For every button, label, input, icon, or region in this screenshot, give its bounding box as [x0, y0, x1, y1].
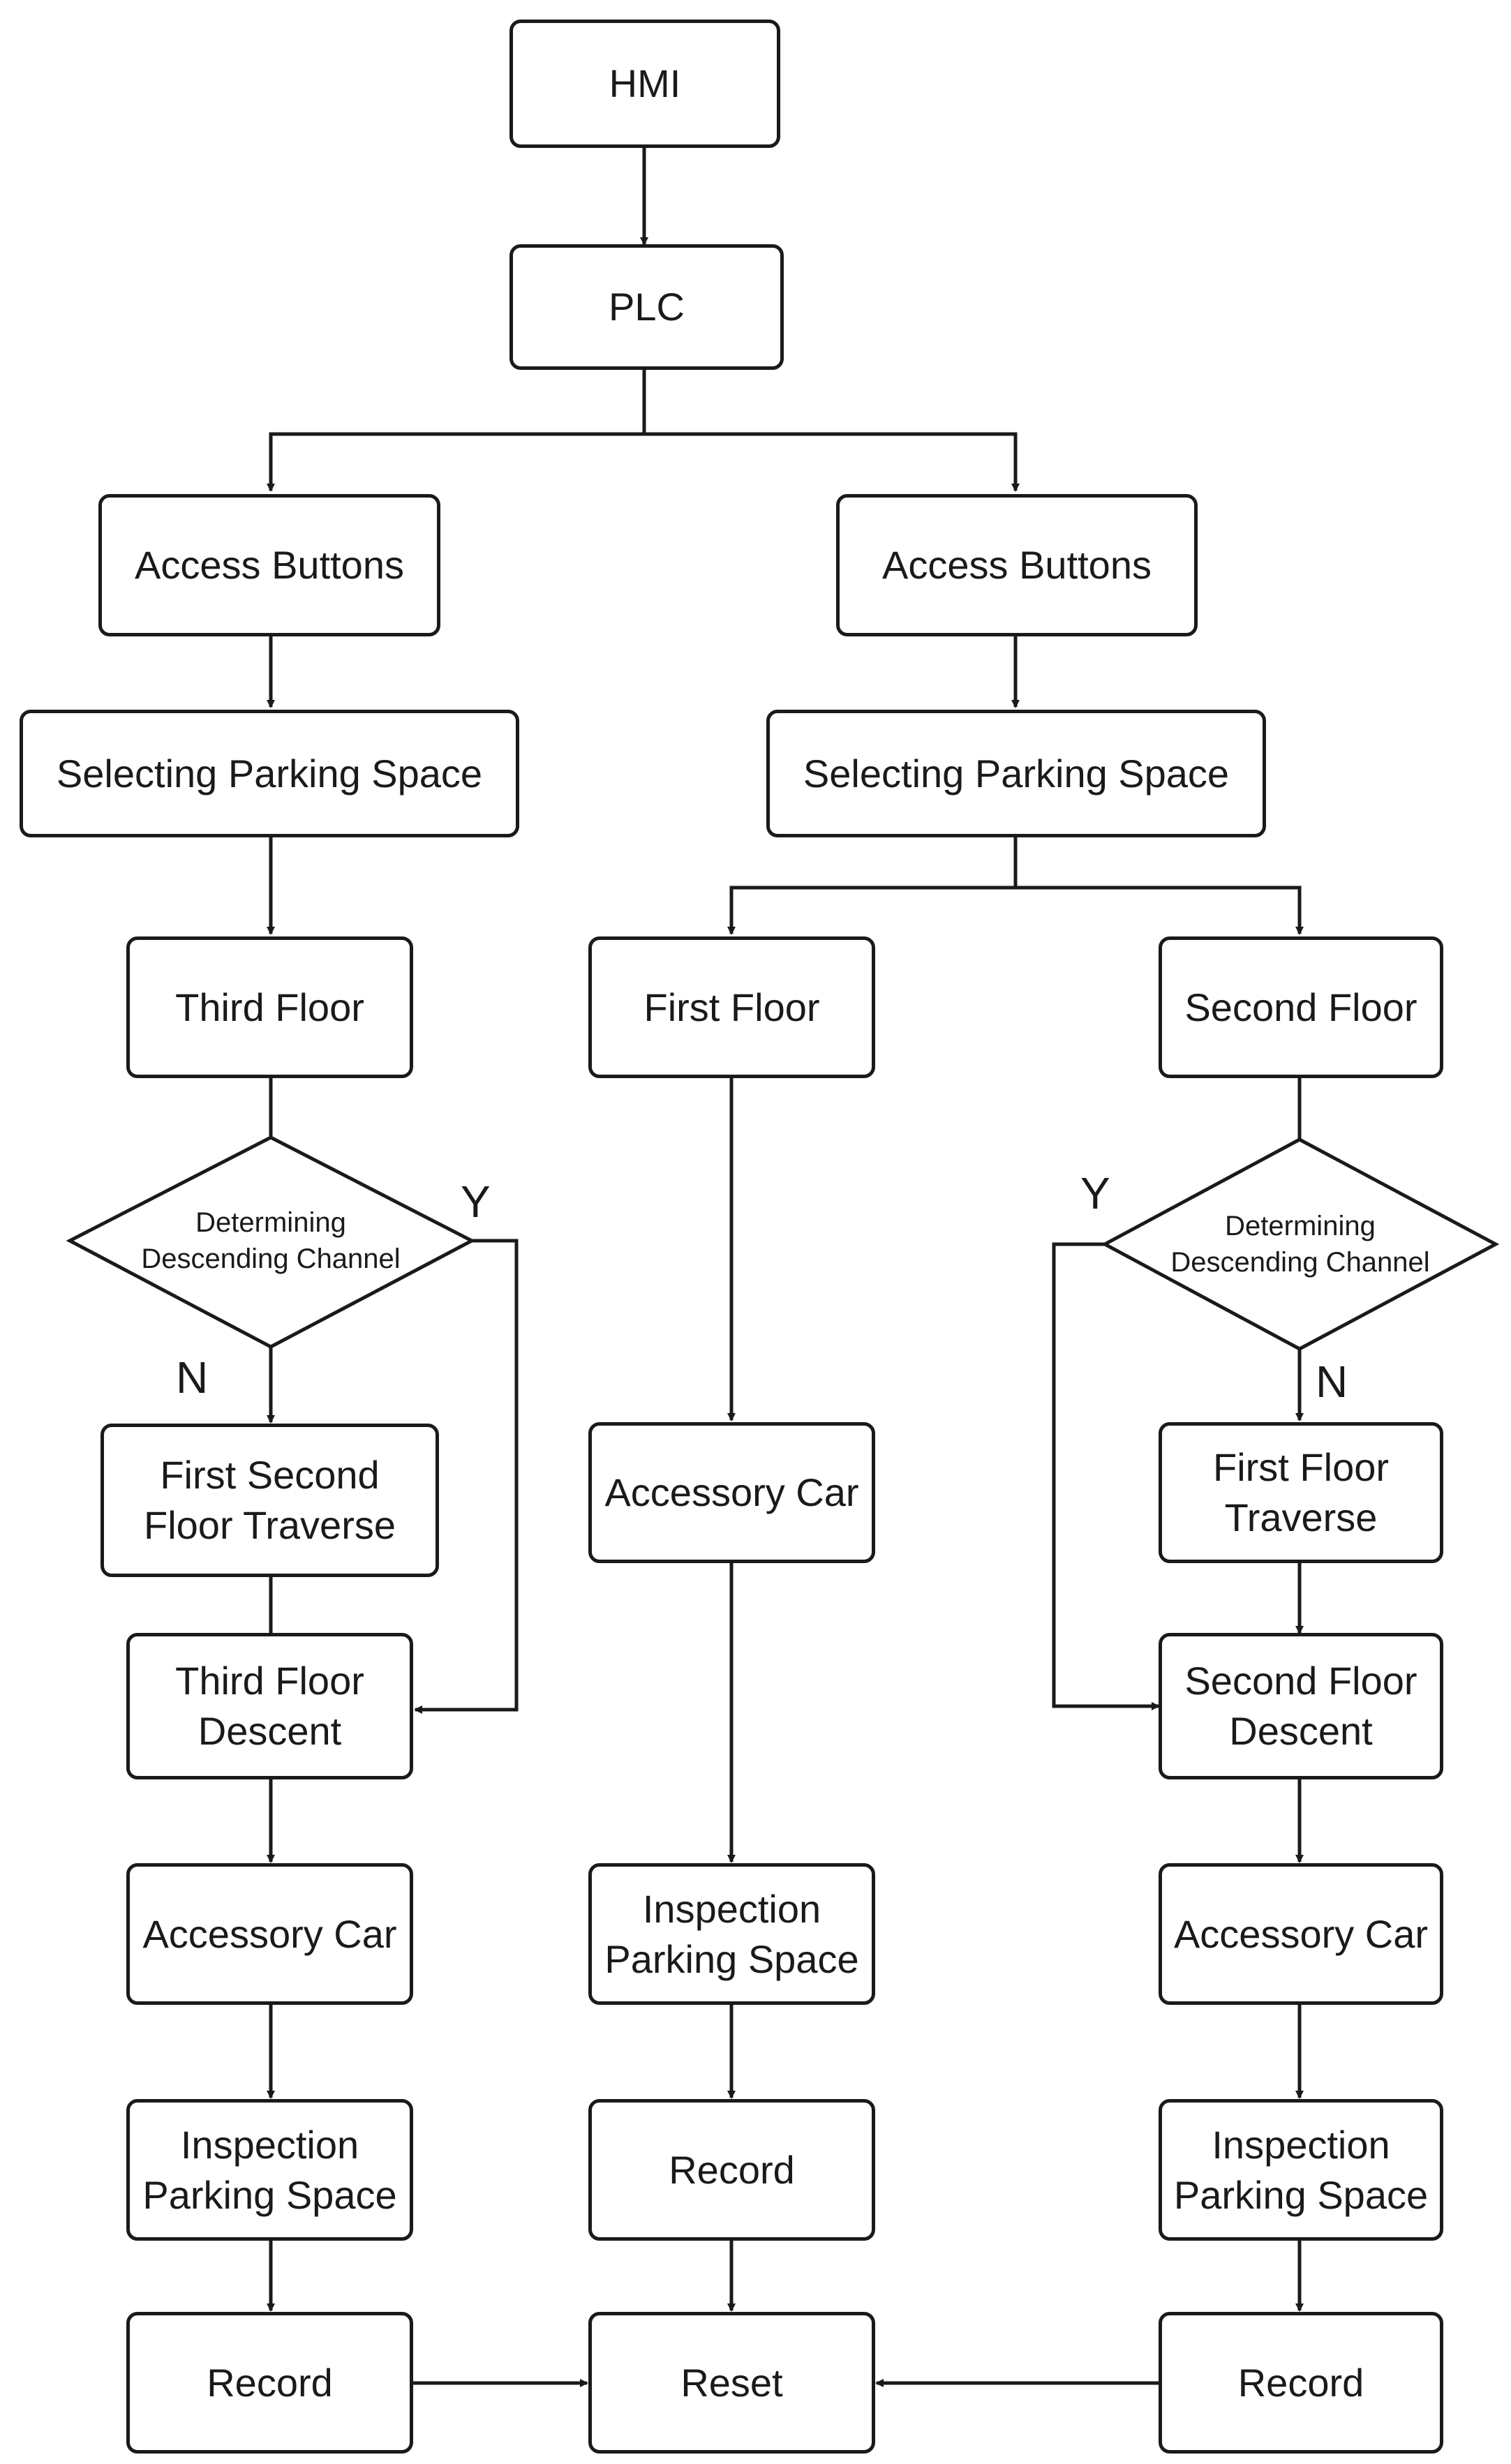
decision-diamond-right: [1101, 1137, 1500, 1351]
record-left: Record: [126, 2312, 413, 2454]
reset-box: Reset: [588, 2312, 875, 2454]
edge-decision-right-yes: [1052, 1242, 1160, 1710]
accessory-car-left: Accessory Car: [126, 1863, 413, 2005]
hmi-box: HMI: [509, 20, 780, 148]
edge-plc-right: [644, 432, 1020, 492]
first-floor-box: First Floor: [588, 936, 875, 1078]
edge-plc-split: [267, 370, 646, 492]
accessory-car-right: Accessory Car: [1159, 1863, 1443, 2005]
access-buttons-left: Access Buttons: [98, 494, 440, 636]
selecting-parking-space-right: Selecting Parking Space: [766, 710, 1266, 837]
edge-select-second: [1015, 886, 1304, 935]
third-floor-descent-box: Third Floor Descent: [126, 1633, 413, 1779]
second-floor-descent-box: Second Floor Descent: [1159, 1633, 1443, 1779]
first-second-floor-traverse-box: First Second Floor Traverse: [101, 1424, 439, 1577]
right-no-label: N: [1316, 1357, 1348, 1407]
third-floor-box: Third Floor: [126, 936, 413, 1078]
first-floor-traverse-box: First Floor Traverse: [1159, 1422, 1443, 1563]
inspection-parking-space-middle: Inspection Parking Space: [588, 1863, 875, 2005]
edge-select-first: [727, 837, 1018, 935]
right-yes-label: Y: [1080, 1168, 1110, 1218]
decision-diamond-left: [66, 1135, 476, 1349]
access-buttons-right: Access Buttons: [836, 494, 1198, 636]
accessory-car-middle: Accessory Car: [588, 1422, 875, 1563]
decision-text-right: Determining Descending Channel: [1170, 1211, 1430, 1278]
record-middle: Record: [588, 2099, 875, 2241]
second-floor-box: Second Floor: [1159, 936, 1443, 1078]
decision-text-left: Determining Descending Channel: [141, 1207, 401, 1274]
record-right: Record: [1159, 2312, 1443, 2454]
selecting-parking-space-left: Selecting Parking Space: [20, 710, 519, 837]
plc-box: PLC: [509, 244, 784, 370]
left-yes-label: Y: [461, 1177, 491, 1227]
left-no-label: N: [176, 1352, 209, 1403]
edge-decision-left-yes: [414, 1239, 519, 1714]
inspection-parking-space-right: Inspection Parking Space: [1159, 2099, 1443, 2241]
inspection-parking-space-left: Inspection Parking Space: [126, 2099, 413, 2241]
